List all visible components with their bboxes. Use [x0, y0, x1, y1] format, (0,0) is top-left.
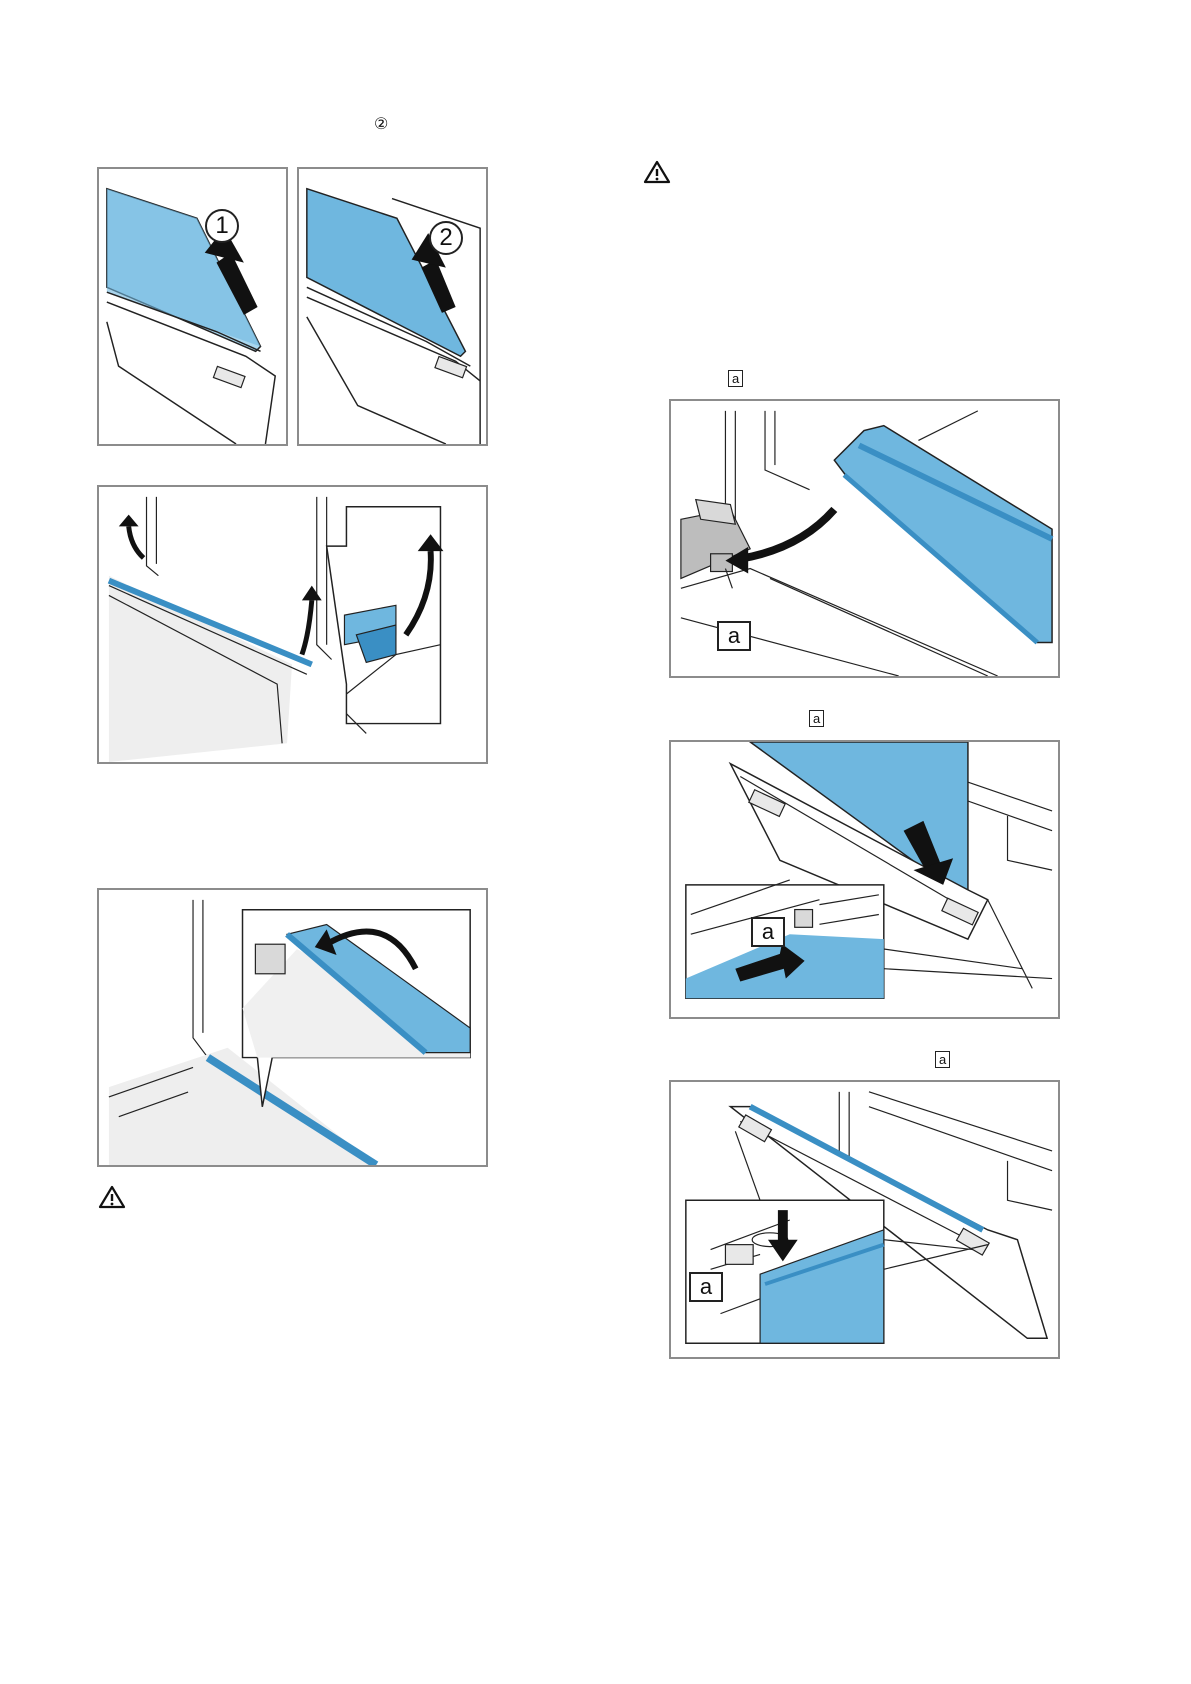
figure-insert-pane-clip: a: [669, 399, 1060, 678]
figure-callout-a: a: [717, 621, 751, 651]
figure-remove-seal: [97, 485, 488, 764]
figure-lift-pane-2: 2: [297, 167, 488, 446]
figure-step-number: 1: [205, 209, 239, 243]
step-marker: ②: [374, 117, 388, 133]
figure-callout-a: a: [751, 917, 785, 947]
figure-step-number: 2: [429, 221, 463, 255]
callout-a-inline: a: [809, 710, 824, 727]
figure-callout-a: a: [689, 1272, 723, 1302]
figure-press-pane-clip: a: [669, 1080, 1060, 1359]
figure-lift-pane-1: 1: [97, 167, 288, 446]
warning-triangle-icon: [98, 1185, 126, 1209]
figure-slide-pane-clip: a: [669, 740, 1060, 1019]
callout-a-inline: a: [935, 1051, 950, 1068]
figure-fit-seal: [97, 888, 488, 1167]
warning-triangle-icon: [643, 160, 671, 184]
callout-a-inline: a: [728, 370, 743, 387]
